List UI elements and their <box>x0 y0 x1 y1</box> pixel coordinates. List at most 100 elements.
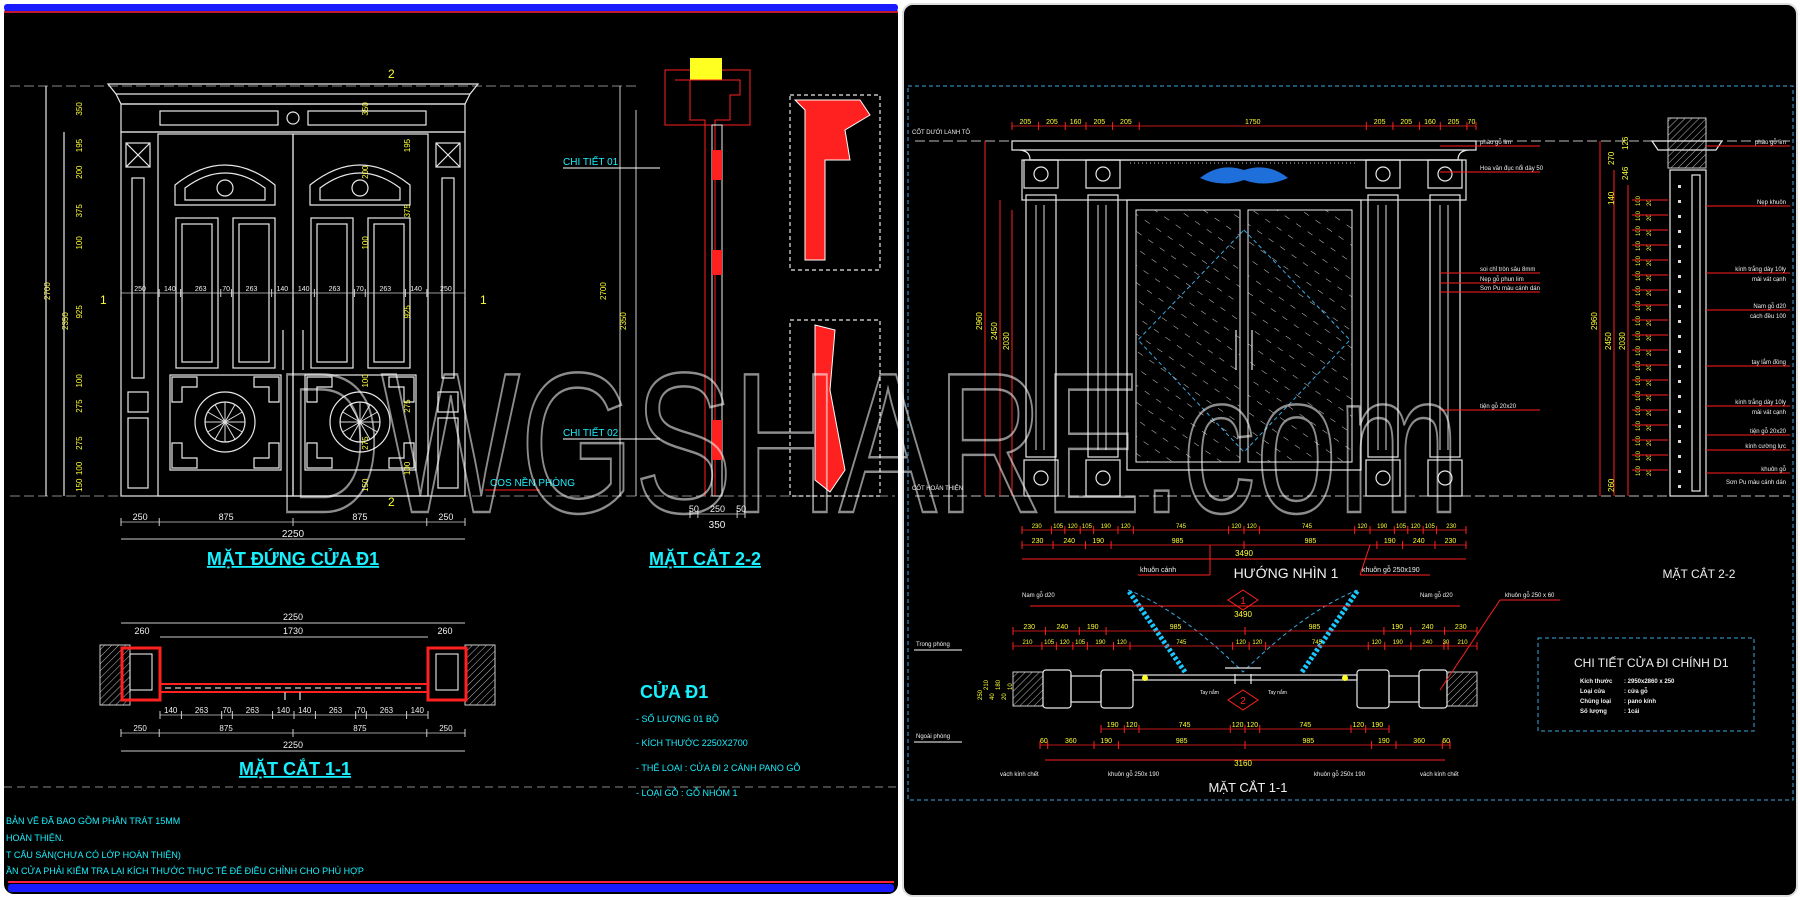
dimension-value: 190 <box>1101 524 1112 530</box>
dimension-value: 230 <box>1445 538 1457 545</box>
pin-dot <box>1678 455 1681 458</box>
column-shaft <box>1367 194 1399 458</box>
section22-title: MẶT CẮT 2-2 <box>649 548 761 569</box>
dimension-value: 205 <box>1448 119 1460 126</box>
section-1-1-left <box>99 644 496 706</box>
level-top-label: CỐT DƯỚI LANH TÔ <box>912 129 970 136</box>
base-rosette <box>1033 470 1049 486</box>
dimension-value: 100 <box>1636 390 1642 401</box>
dimension-value: 240 <box>1413 538 1425 545</box>
callout-label: tay lắm đồng <box>1752 359 1786 366</box>
dimension-value: 70 <box>223 706 232 715</box>
medallion-ray <box>342 421 361 433</box>
dimension-value: 100 <box>1636 315 1642 326</box>
dimension-value: 230 <box>1023 624 1035 631</box>
medallion-ray <box>359 421 378 433</box>
note: BẢN VẼ ĐÃ BAO GỒM PHẦN TRÁT 15MM <box>6 815 180 826</box>
dimension-value: 20 <box>1647 319 1653 326</box>
info-box: CHI TIẾT CỬA ĐI CHÍNH D1 Kích thước: 295… <box>1537 637 1755 732</box>
callout-label: cách đều 100 <box>1750 314 1787 320</box>
pin-label-left: Nam gỗ d20 <box>1022 592 1055 599</box>
dimension-value: 985 <box>1172 538 1184 545</box>
dimension-value: 190 <box>1384 538 1396 545</box>
dimension-value: 120 <box>1126 722 1138 729</box>
dimension-value: 205 <box>1400 119 1412 126</box>
dimension-value: 100 <box>1636 375 1642 386</box>
bottom-label: vách kính chết <box>1000 772 1039 778</box>
dimension-value: 160 <box>1424 119 1436 126</box>
dimension-value: 100 <box>75 374 84 388</box>
dimension-value: 190 <box>1087 624 1099 631</box>
column-base <box>1023 459 1059 497</box>
pin-dot <box>1678 260 1681 263</box>
dimension-value: 100 <box>1636 255 1642 266</box>
base-rosette <box>1437 470 1453 486</box>
dimension-value: 20 <box>1647 439 1653 446</box>
section11-total: 2250 <box>283 740 303 750</box>
dimension-value: 120 <box>1121 524 1132 530</box>
medallion-ray <box>359 411 378 423</box>
dimension-value: 140 <box>277 706 291 715</box>
section22-height-total: 2700 <box>599 282 608 300</box>
pin-dot <box>1678 410 1681 413</box>
handle-label-left: Tay nắm <box>1200 689 1219 696</box>
section22-height: 2960 <box>1590 312 1599 330</box>
dimension-value: 100 <box>1636 225 1642 236</box>
elevation-title: MẶT ĐỨNG CỬA Đ1 <box>207 548 379 569</box>
dimension-value: 210 <box>984 679 990 690</box>
pin-dot <box>1678 305 1681 308</box>
dimension-value: 20 <box>1647 394 1653 401</box>
dimension-value: 985 <box>1309 624 1321 631</box>
floor-level-label: COS NỀN PHÒNG <box>490 476 575 489</box>
section22-height: 260 <box>1607 478 1616 492</box>
section11-top-total: 3490 <box>1234 610 1252 619</box>
rosette <box>351 179 369 197</box>
dimension-value: 60 <box>1040 738 1048 745</box>
dimension-value: 100 <box>361 236 370 250</box>
pin-dot <box>1678 275 1681 278</box>
bottom-panel <box>304 374 417 471</box>
dimension-value: 100 <box>1636 210 1642 221</box>
dimension-value: 180 <box>996 679 1002 690</box>
dimension-value: 105 <box>1075 640 1086 646</box>
dimension-value: 375 <box>403 204 412 218</box>
dimension-value: 70 <box>1468 119 1476 126</box>
dimension-value: 20 <box>1647 244 1653 251</box>
door-leaf <box>292 133 429 497</box>
dimension-value: 70 <box>222 286 230 293</box>
dimension-value: 20 <box>1647 199 1653 206</box>
dimension-value: 350 <box>75 102 84 116</box>
callout-label: phào gỗ lim <box>1480 139 1511 146</box>
bottom-panel <box>169 374 282 471</box>
dimension-value: 140 <box>410 286 422 293</box>
drawing-frame <box>907 85 1794 801</box>
elevation-title: HƯỚNG NHÌN 1 <box>1234 565 1339 581</box>
callout-label: kính trắng dày 10ly <box>1735 399 1786 406</box>
level-bottom-label: CỐT HOÀN THIỆN <box>912 484 963 492</box>
dimension-value: 745 <box>1300 722 1312 729</box>
dimension-value: 275 <box>75 399 84 413</box>
dimension-value: 20 <box>1647 424 1653 431</box>
dimension-value: 20 <box>1647 274 1653 281</box>
column-capital <box>1023 159 1059 189</box>
dimension-value: 160 <box>1070 119 1082 126</box>
pin-dot <box>1678 395 1681 398</box>
rosette <box>216 179 234 197</box>
elevation-height: 2450 <box>990 322 999 340</box>
dimension-value: 210 <box>1458 640 1469 646</box>
dimension-value: 230 <box>1032 524 1043 530</box>
pin-dot <box>1678 350 1681 353</box>
pin-dot <box>1678 185 1681 188</box>
medallion-ray <box>224 421 236 440</box>
pin-dot <box>1678 230 1681 233</box>
callout-label: Nẹp khuôn <box>1757 200 1786 206</box>
label-frame: khuôn cánh <box>1140 567 1176 574</box>
dimension-value: 120 <box>1371 640 1382 646</box>
dimension-value: 120 <box>1232 722 1244 729</box>
marker-1: 1 <box>1240 596 1246 607</box>
dimension-value: 190 <box>1095 640 1106 646</box>
dimension-value: 20 <box>1647 379 1653 386</box>
section11-top-total: 2250 <box>283 612 303 622</box>
info-value: : 1cái <box>1624 709 1640 715</box>
